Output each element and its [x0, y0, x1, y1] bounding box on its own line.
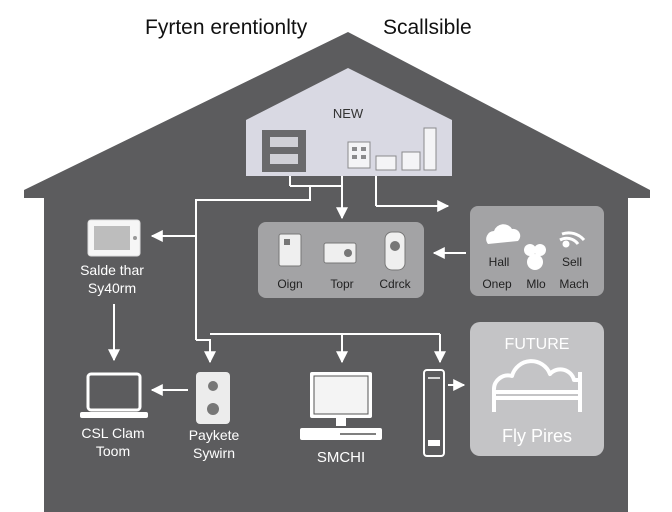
cloud-label-bottom-1: Onep — [482, 277, 512, 291]
tower-device — [423, 369, 445, 457]
remote-control-icon — [384, 231, 406, 271]
laptop-label-line1: CSL Clam — [81, 425, 144, 441]
cloud-label-bottom-3: Mach — [559, 277, 588, 291]
tall-device-icon — [423, 127, 437, 171]
bridge-icon — [401, 151, 421, 171]
speaker-icon — [196, 372, 230, 424]
switch-icon — [375, 155, 397, 171]
future-caption: Fly Pires — [502, 426, 572, 446]
tower-device-icon — [423, 369, 445, 457]
future-panel: FUTURE Fly Pires — [470, 322, 604, 456]
laptop-label-line2: Toom — [96, 443, 130, 459]
header-right-title: Scallsible — [383, 16, 472, 39]
connector-lines — [108, 176, 466, 396]
header-left-title: Fyrten erentionlty — [145, 16, 308, 39]
future-title: FUTURE — [505, 336, 570, 353]
sensors-panel: Oign Topr Cdrck — [258, 222, 424, 298]
router-icon — [262, 130, 306, 172]
sensors-label-1: Oign — [277, 277, 302, 291]
sensor-card-icon — [278, 233, 302, 267]
tablet-icon — [87, 219, 141, 257]
laptop-device: CSL Clam Toom — [80, 372, 148, 459]
hub-icon — [347, 141, 371, 169]
cloud-panel: Hall Sell Onep Mlo Mach — [470, 206, 604, 296]
attic-section: NEW — [246, 68, 452, 176]
cloud-label-top-1: Hall — [489, 255, 510, 269]
wifi-icon — [559, 231, 586, 248]
sensors-label-3: Cdrck — [379, 277, 411, 291]
sensors-label-2: Topr — [330, 277, 353, 291]
cloud-bed-icon — [492, 359, 582, 412]
cloud-icon — [486, 224, 521, 244]
attic-label: NEW — [333, 106, 364, 121]
speaker-label-line2: Sywirn — [193, 445, 235, 461]
cloud-label-top-2: Sell — [562, 255, 582, 269]
plug-module-icon — [323, 242, 357, 264]
left-device: Salde thar Sy40rm — [80, 219, 144, 296]
speaker-device: Paykete Sywirn — [189, 372, 240, 461]
desktop-computer-icon — [300, 372, 382, 440]
computer-device: SMCHI — [300, 372, 382, 466]
left-device-label-line1: Salde thar — [80, 262, 144, 278]
group-icon — [524, 244, 546, 270]
laptop-icon — [80, 372, 148, 418]
left-device-label-line2: Sy40rm — [88, 280, 136, 296]
speaker-label-line1: Paykete — [189, 427, 240, 443]
cloud-label-bottom-2: Mlo — [526, 277, 546, 291]
computer-label: SMCHI — [317, 449, 365, 466]
